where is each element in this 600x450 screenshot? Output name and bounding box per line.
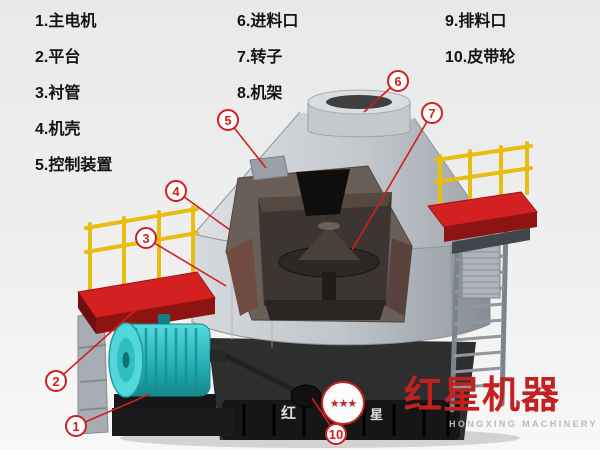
right-ladder [449, 223, 509, 413]
callout-2: 2 [45, 370, 67, 392]
cutaway-interior [225, 165, 413, 323]
callout-5: 5 [217, 109, 239, 131]
leader-line-3 [145, 237, 227, 287]
watermark-char-left: 红 [281, 405, 297, 422]
legend-item-1: 1.主电机 [35, 13, 97, 30]
legend-item-6: 6.进料口 [237, 13, 299, 30]
callout-4: 4 [165, 180, 187, 202]
legend-item-9: 9.排料口 [445, 13, 507, 30]
feed-inlet [307, 89, 411, 138]
legend-column-2: 6.进料口 7.转子 8.机架 [237, 4, 298, 112]
right-platform [427, 141, 538, 254]
legend-item-7: 7.转子 [237, 49, 283, 66]
logo-stars-icon: ★★★ [329, 397, 358, 410]
brand-name: 红星机器 [404, 375, 561, 417]
legend-column-3: 9.排料口 10.皮带轮 [445, 4, 515, 76]
legend-item-4: 4.机壳 [35, 121, 81, 138]
callout-7: 7 [421, 102, 443, 124]
watermark-char-right: 星 [370, 407, 384, 422]
callout-6: 6 [387, 70, 409, 92]
leader-line-7 [351, 112, 433, 251]
legend-column-1: 1.主电机 2.平台 3.衬管 4.机壳 5.控制装置 [35, 4, 112, 184]
leader-line-2 [55, 305, 141, 382]
callout-3: 3 [135, 227, 157, 249]
brand-logo-icon: ★★★ [321, 381, 365, 425]
legend-item-10: 10.皮带轮 [445, 49, 516, 66]
leader-line-4 [175, 190, 231, 231]
brand-subtitle: HONGXING MACHINERY [449, 419, 598, 429]
machine-frame-base [112, 338, 476, 440]
legend-item-5: 5.控制装置 [35, 157, 113, 174]
callout-10: 10 [325, 423, 347, 445]
left-support-column [77, 311, 109, 435]
control-device [249, 155, 289, 181]
callout-1: 1 [65, 415, 87, 437]
legend-item-3: 3.衬管 [35, 85, 81, 102]
legend-item-2: 2.平台 [35, 49, 81, 66]
leader-line-1 [75, 393, 151, 427]
main-motor [108, 314, 226, 408]
legend-item-8: 8.机架 [237, 85, 283, 102]
